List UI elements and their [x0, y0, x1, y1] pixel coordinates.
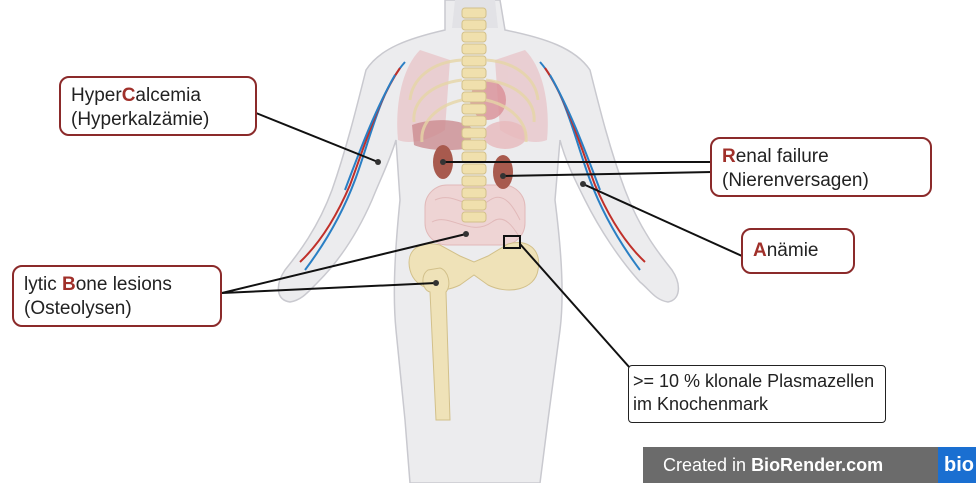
label-bone-line1: lytic Bone lesions — [24, 273, 210, 297]
watermark-brand: BioRender.com — [751, 455, 883, 475]
label-text: alcemia — [135, 85, 200, 106]
label-text: Hyper — [71, 85, 122, 106]
label-highlight-letter: C — [122, 85, 136, 106]
biorender-watermark[interactable]: Created in BioRender.com bio — [643, 447, 976, 483]
label-highlight-letter: A — [753, 240, 767, 261]
label-plasma-line1: >= 10 % klonale Plasmazellen — [633, 370, 881, 393]
watermark-prefix: Created in — [663, 455, 751, 475]
label-hypercalcemia: HyperCalcemia (Hyperkalzämie) — [59, 76, 257, 136]
label-text: nämie — [767, 240, 819, 261]
label-renal-failure: Renal failure (Nierenversagen) — [710, 137, 932, 197]
label-bone-line2: (Osteolysen) — [24, 297, 210, 321]
label-highlight-letter: B — [62, 274, 76, 295]
label-plasma-line2: im Knochenmark — [633, 393, 881, 416]
label-plasma-cells: >= 10 % klonale Plasmazellen im Knochenm… — [628, 365, 886, 423]
label-hypercalcemia-line2: (Hyperkalzämie) — [71, 108, 245, 132]
label-renal-line1: Renal failure — [722, 145, 920, 169]
label-hypercalcemia-line1: HyperCalcemia — [71, 84, 245, 108]
label-text: lytic — [24, 274, 62, 295]
label-renal-line2: (Nierenversagen) — [722, 169, 920, 193]
label-bone-lesions: lytic Bone lesions (Osteolysen) — [12, 265, 222, 327]
biorender-logo: bio — [938, 447, 976, 483]
label-text: one lesions — [76, 274, 172, 295]
label-text: enal failure — [736, 146, 829, 167]
stomach — [483, 121, 527, 149]
label-anemia: Anämie — [741, 228, 855, 274]
label-highlight-letter: R — [722, 146, 736, 167]
